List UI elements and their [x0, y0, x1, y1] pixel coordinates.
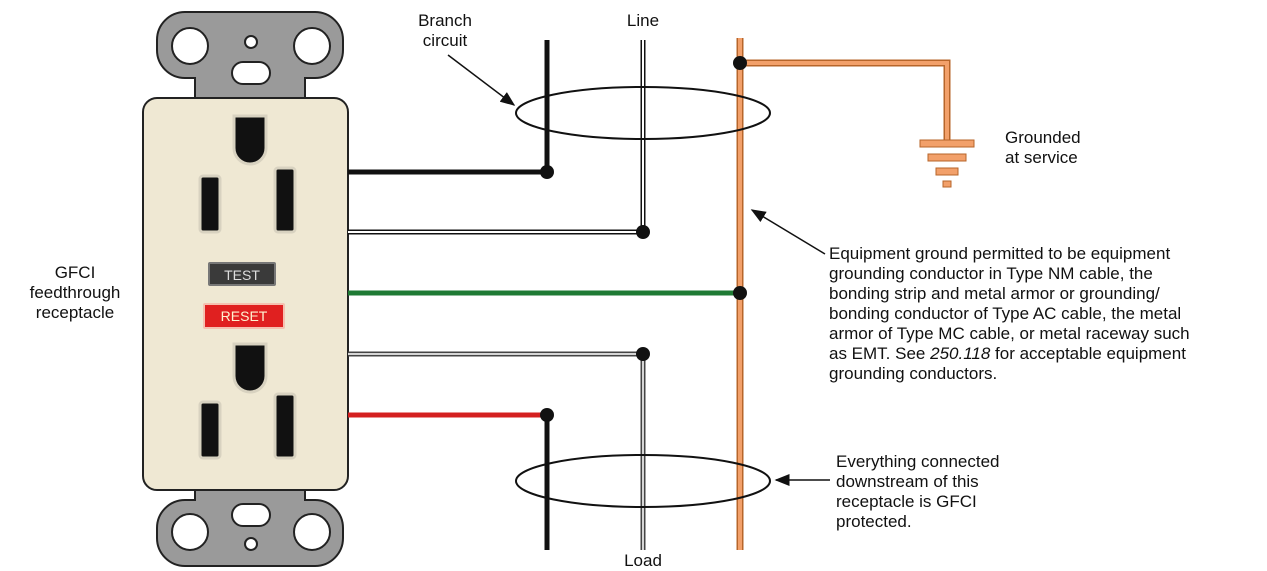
equipment-ground-note: Equipment ground permitted to be equipme… — [829, 244, 1190, 384]
load-neutral-wire — [348, 351, 646, 550]
equipment-ground-note-text-1: Equipment ground permitted to be equipme… — [829, 244, 1190, 363]
load-hot-wire — [348, 412, 550, 550]
reset-button[interactable]: RESET — [203, 303, 285, 329]
line-cable-ellipse — [515, 86, 771, 140]
junction-dot-load-neutral — [636, 347, 650, 361]
hot-slot-bottom — [273, 392, 297, 460]
junction-dot-branch-neutral — [636, 225, 650, 239]
neutral-slot-top — [198, 174, 222, 234]
branch-neutral-wire — [348, 40, 646, 235]
branch-circuit-leader — [447, 54, 516, 106]
load-cable-ellipse — [515, 454, 771, 508]
junction-dot-load-hot — [540, 408, 554, 422]
junction-dot-service-ground — [733, 56, 747, 70]
junction-dot-ground — [733, 286, 747, 300]
equipment-ground-note-text-2: for acceptable equipment grounding condu… — [829, 344, 1186, 383]
connection-dots — [540, 56, 747, 422]
junction-dot-branch-hot — [540, 165, 554, 179]
ground-slot-top — [232, 114, 268, 166]
branch-hot-wire — [348, 40, 550, 175]
ground-symbol-icon — [919, 139, 975, 188]
equipment-ground-leader — [750, 209, 826, 255]
line-label: Line — [626, 11, 660, 30]
strap-screw-hole-bottom-left — [171, 513, 209, 551]
test-button[interactable]: TEST — [208, 262, 276, 286]
ground-slot-bottom — [232, 342, 268, 394]
strap-slot-bottom — [231, 503, 271, 527]
grounded-at-service-label: Grounded at service — [1005, 128, 1081, 167]
lower-outlet — [198, 342, 297, 460]
receptacle-name-label: GFCI feedthrough receptacle — [29, 263, 121, 322]
strap-slot-top — [231, 61, 271, 85]
upper-outlet — [198, 114, 297, 234]
hot-slot-top — [273, 166, 297, 234]
branch-circuit-label: Branch circuit — [418, 11, 472, 50]
strap-screw-hole-top-right — [293, 27, 331, 65]
neutral-slot-bottom — [198, 400, 222, 460]
code-reference: 250.118 — [930, 344, 991, 363]
downstream-note: Everything connected downstream of this … — [836, 452, 1000, 531]
strap-screw-hole-bottom-right — [293, 513, 331, 551]
mounting-strap — [156, 11, 344, 567]
load-label: Load — [624, 551, 662, 570]
strap-screw-hole-top-left — [171, 27, 209, 65]
